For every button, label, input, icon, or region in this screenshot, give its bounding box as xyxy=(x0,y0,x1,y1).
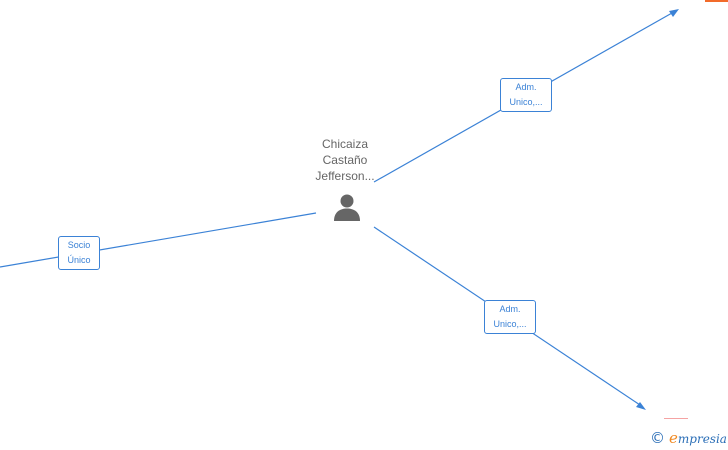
person-name[interactable]: Chicaiza Castaño Jefferson... xyxy=(300,136,390,184)
edge-label-adm-top[interactable]: Adm. Unico,... xyxy=(500,78,552,112)
person-name-line-2: Castaño xyxy=(322,153,368,167)
person-name-line-1: Chicaiza xyxy=(321,137,369,151)
person-icon[interactable] xyxy=(332,192,362,222)
edge-label-socio-line-2: Único xyxy=(67,255,91,265)
brand-logo[interactable]: empresia xyxy=(669,429,727,447)
brand-logo-e: e xyxy=(669,429,678,447)
edge-label-adm-top-line-1: Adm. xyxy=(515,82,537,92)
edge-label-adm-bottom[interactable]: Adm. Unico,... xyxy=(484,300,536,334)
person-name-line-3: Jefferson... xyxy=(315,169,375,183)
edge-label-adm-bottom-line-1: Adm. xyxy=(499,304,521,314)
accent-tab xyxy=(705,0,728,2)
copyright-symbol: © xyxy=(650,429,665,447)
target-node-stub[interactable] xyxy=(664,418,688,419)
edge-line-socio xyxy=(0,212,317,268)
edge-label-adm-bottom-line-2: Unico,... xyxy=(493,319,527,329)
edge-label-socio-line-1: Socio xyxy=(67,240,91,250)
arrowhead-bottom xyxy=(636,402,646,410)
edge-label-socio[interactable]: Socio Único xyxy=(58,236,100,270)
arrowhead-top xyxy=(669,9,679,17)
edge-label-adm-top-line-2: Unico,... xyxy=(509,97,543,107)
copyright-watermark: © empresia xyxy=(650,428,727,448)
brand-logo-rest: mpresia xyxy=(677,432,727,446)
